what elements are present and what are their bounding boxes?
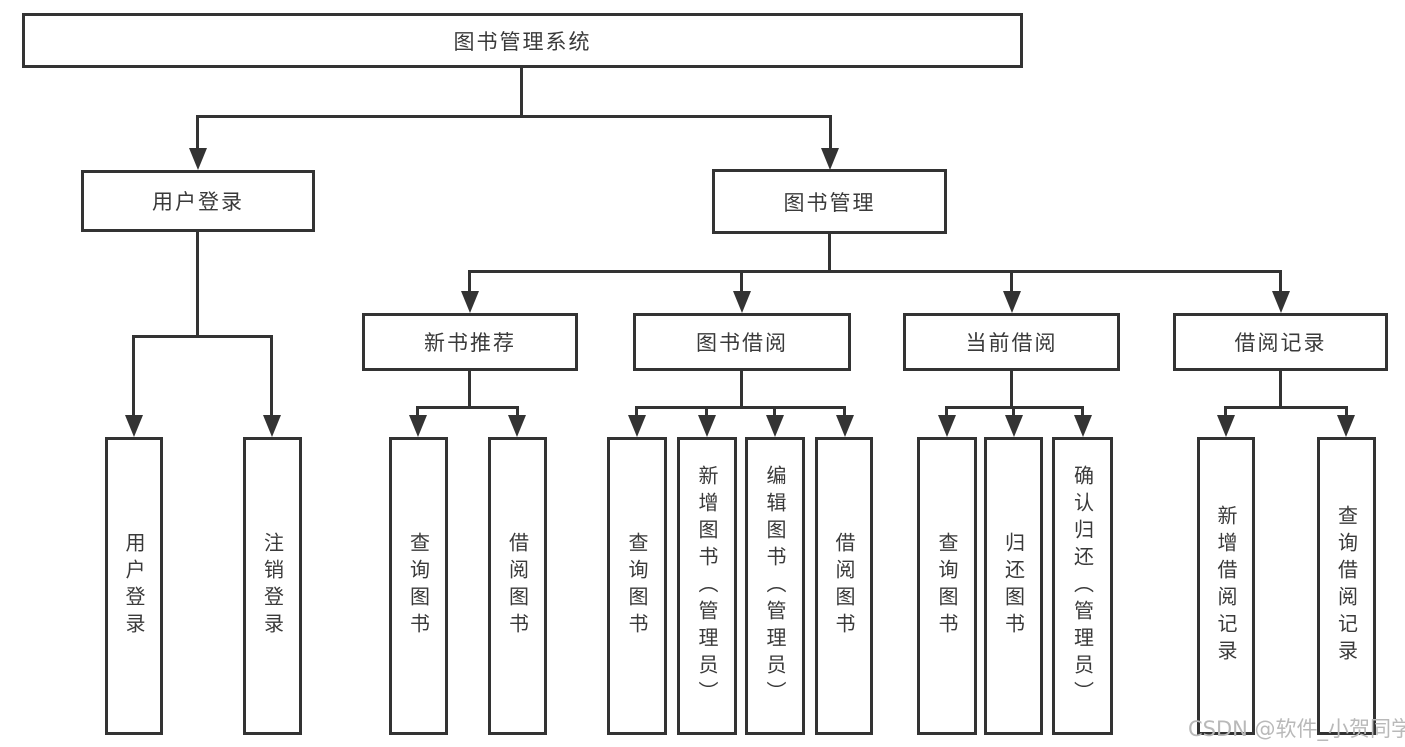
arrowhead-bb-edit: [766, 415, 784, 437]
connector-book-borrow-trunk: [740, 371, 743, 409]
leaf-bb-edit-books-admin-label: 编辑图书（管理员）: [763, 464, 787, 708]
leaf-bb-borrow-books: 借阅图书: [815, 437, 873, 735]
arrowhead-br-add: [1217, 415, 1235, 437]
arrowhead-leaf-logout: [263, 415, 281, 437]
leaf-bb-query-books: 查询图书: [607, 437, 667, 735]
arrowhead-borrow-records: [1272, 291, 1290, 313]
connector-new-book-rail: [416, 406, 519, 409]
node-book-management-label: 图书管理: [783, 190, 876, 215]
leaf-cb-query-books-label: 查询图书: [935, 532, 959, 640]
leaf-cb-return-books: 归还图书: [984, 437, 1043, 735]
arrowhead-current-borrow: [1003, 291, 1021, 313]
leaf-bb-add-books-admin-label: 新增图书（管理员）: [695, 464, 719, 708]
connector-stem-bb-add: [705, 406, 708, 418]
arrowhead-nb-query: [409, 415, 427, 437]
connector-borrow-records-trunk: [1279, 371, 1282, 409]
leaf-user-logout: 注销登录: [243, 437, 302, 735]
csdn-watermark: CSDN @软件_小贺同学: [1188, 717, 1405, 741]
leaf-br-query-record: 查询借阅记录: [1317, 437, 1376, 735]
node-user-login-label: 用户登录: [152, 190, 244, 214]
connector-stem-cb-confirm: [1081, 406, 1084, 418]
arrowhead-book-management: [821, 148, 839, 170]
leaf-nb-borrow-books-label: 借阅图书: [505, 532, 530, 640]
connector-stem-br-add: [1224, 406, 1227, 418]
leaf-bb-query-books-label: 查询图书: [625, 532, 649, 640]
node-borrow-records-label: 借阅记录: [1234, 331, 1327, 355]
connector-stem-user-login: [196, 115, 199, 151]
connector-stem-bb-query: [635, 406, 638, 418]
node-new-book-recommend: 新书推荐: [362, 313, 578, 371]
connector-stem-borrow-records: [1279, 270, 1282, 293]
node-root: 图书管理系统: [22, 13, 1023, 68]
connector-current-borrow-trunk: [1010, 371, 1013, 409]
connector-borrow-records-rail: [1224, 406, 1348, 409]
leaf-user-login-label: 用户登录: [122, 532, 146, 640]
connector-stem-bb-borrow: [843, 406, 846, 418]
connector-level2-rail: [196, 115, 832, 118]
connector-book-borrow-rail: [635, 406, 846, 409]
arrowhead-cb-confirm: [1074, 415, 1092, 437]
connector-stem-nb-borrow: [516, 406, 519, 418]
connector-root-trunk: [520, 68, 523, 118]
leaf-br-add-record-label: 新增借阅记录: [1214, 505, 1238, 667]
connector-stem-current-borrow: [1010, 270, 1013, 293]
leaf-nb-query-books-label: 查询图书: [406, 532, 431, 640]
node-new-book-recommend-label: 新书推荐: [424, 331, 516, 355]
arrowhead-bb-borrow: [836, 415, 854, 437]
connector-stem-cb-query: [945, 406, 948, 418]
connector-stem-br-query: [1345, 406, 1348, 418]
connector-stem-cb-return: [1012, 406, 1015, 418]
leaf-cb-confirm-return-admin: 确认归还（管理员）: [1052, 437, 1113, 735]
leaf-user-logout-label: 注销登录: [260, 532, 285, 640]
leaf-bb-borrow-books-label: 借阅图书: [832, 532, 856, 640]
arrowhead-user-login: [189, 148, 207, 170]
leaf-user-login: 用户登录: [105, 437, 163, 735]
connector-level3-rail: [468, 270, 1282, 273]
connector-stem-book-management: [829, 115, 832, 151]
connector-stem-book-borrow: [740, 270, 743, 293]
node-borrow-records: 借阅记录: [1173, 313, 1388, 371]
arrowhead-leaf-login: [125, 415, 143, 437]
node-book-borrow: 图书借阅: [633, 313, 851, 371]
leaf-br-add-record: 新增借阅记录: [1197, 437, 1255, 735]
connector-new-book-trunk: [468, 371, 471, 409]
arrowhead-nb-borrow: [508, 415, 526, 437]
leaf-bb-add-books-admin: 新增图书（管理员）: [677, 437, 737, 735]
leaf-br-query-record-label: 查询借阅记录: [1334, 505, 1359, 667]
node-current-borrow-label: 当前借阅: [965, 331, 1058, 355]
arrowhead-bb-add: [698, 415, 716, 437]
arrowhead-cb-query: [938, 415, 956, 437]
node-book-management: 图书管理: [712, 169, 947, 234]
connector-stem-leaf-logout: [270, 335, 273, 417]
leaf-nb-borrow-books: 借阅图书: [488, 437, 547, 735]
node-root-label: 图书管理系统: [453, 29, 592, 54]
node-current-borrow: 当前借阅: [903, 313, 1120, 371]
arrowhead-new-book: [461, 291, 479, 313]
arrowhead-cb-return: [1005, 415, 1023, 437]
node-user-login: 用户登录: [81, 170, 315, 232]
leaf-cb-query-books: 查询图书: [917, 437, 977, 735]
leaf-cb-confirm-return-admin-label: 确认归还（管理员）: [1070, 464, 1095, 708]
node-book-borrow-label: 图书借阅: [696, 331, 788, 355]
connector-stem-leaf-login: [132, 335, 135, 417]
leaf-cb-return-books-label: 归还图书: [1001, 532, 1026, 640]
connector-book-mgmt-trunk: [828, 234, 831, 273]
connector-stem-new-book: [468, 270, 471, 293]
arrowhead-bb-query: [628, 415, 646, 437]
connector-user-login-rail: [132, 335, 273, 338]
arrowhead-book-borrow: [733, 291, 751, 313]
connector-stem-bb-edit: [773, 406, 776, 418]
connector-user-login-trunk: [196, 232, 199, 338]
leaf-nb-query-books: 查询图书: [389, 437, 448, 735]
leaf-bb-edit-books-admin: 编辑图书（管理员）: [745, 437, 805, 735]
connector-stem-nb-query: [416, 406, 419, 418]
arrowhead-br-query: [1337, 415, 1355, 437]
